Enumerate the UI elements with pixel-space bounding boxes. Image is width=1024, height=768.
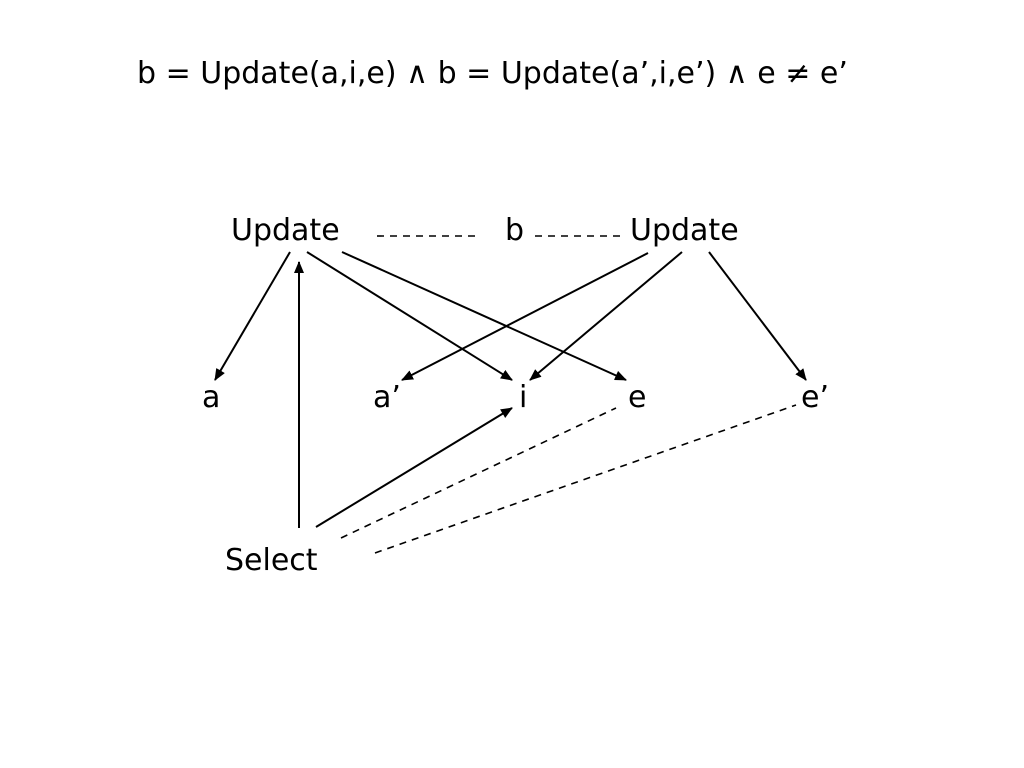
edge-update-left-to-a (214, 251, 291, 381)
dashed-select-to-e (340, 407, 617, 539)
node-update-right: Update (630, 213, 739, 248)
node-i: i (519, 380, 528, 415)
node-select: Select (225, 543, 318, 578)
node-b: b (505, 213, 525, 248)
edge-update-right-to-a-prime (401, 252, 649, 381)
node-e: e (628, 380, 647, 415)
dashed-select-to-e-prime (374, 404, 797, 554)
formula: b = Update(a,i,e) ∧ b = Update(a’,i,e’) … (137, 56, 848, 91)
edge-update-right-to-e-prime (708, 251, 807, 381)
edge-update-left-to-e (341, 251, 627, 381)
node-e-prime: e’ (801, 380, 829, 415)
edge-update-left-to-i (306, 251, 513, 381)
node-a-prime: a’ (373, 380, 401, 415)
edge-update-right-to-i (529, 251, 683, 381)
edge-select-to-i (315, 407, 513, 528)
node-a: a (202, 380, 221, 415)
node-update-left: Update (231, 213, 340, 248)
